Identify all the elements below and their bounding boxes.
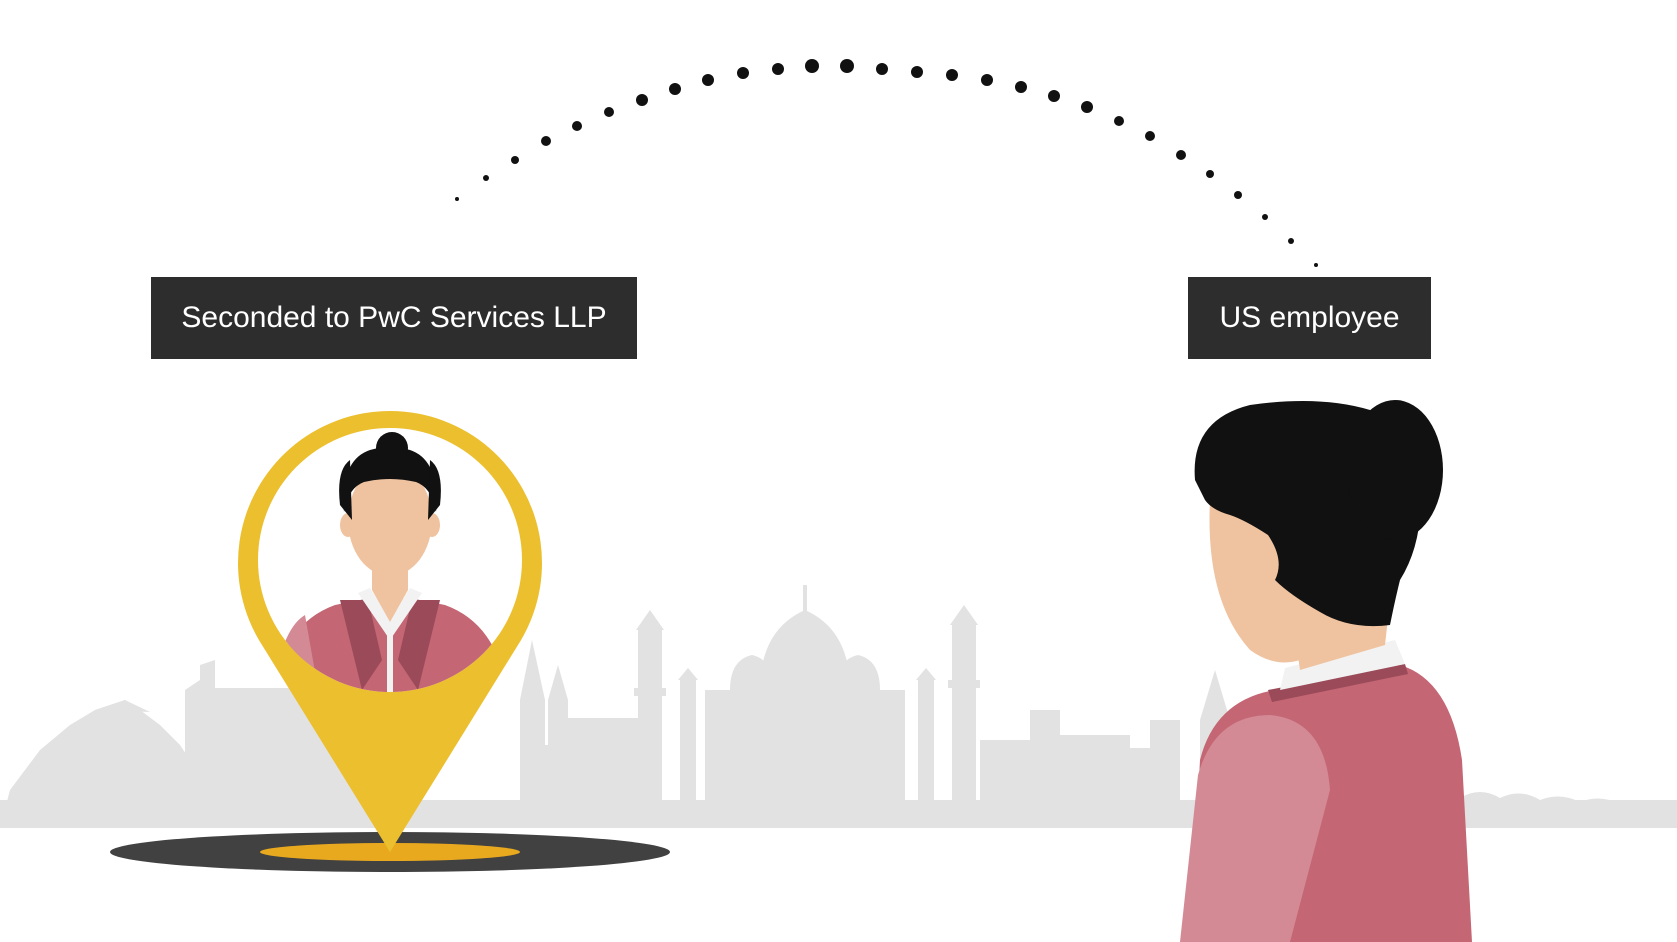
us-employee-label: US employee [1188,277,1431,359]
us-employee-figure [1180,400,1472,942]
location-pin-icon [110,411,670,872]
pin-person-avatar [272,432,508,692]
city-skyline-icon [0,585,1677,828]
dotted-arc-icon [455,59,1342,292]
seconded-label: Seconded to PwC Services LLP [151,277,637,359]
